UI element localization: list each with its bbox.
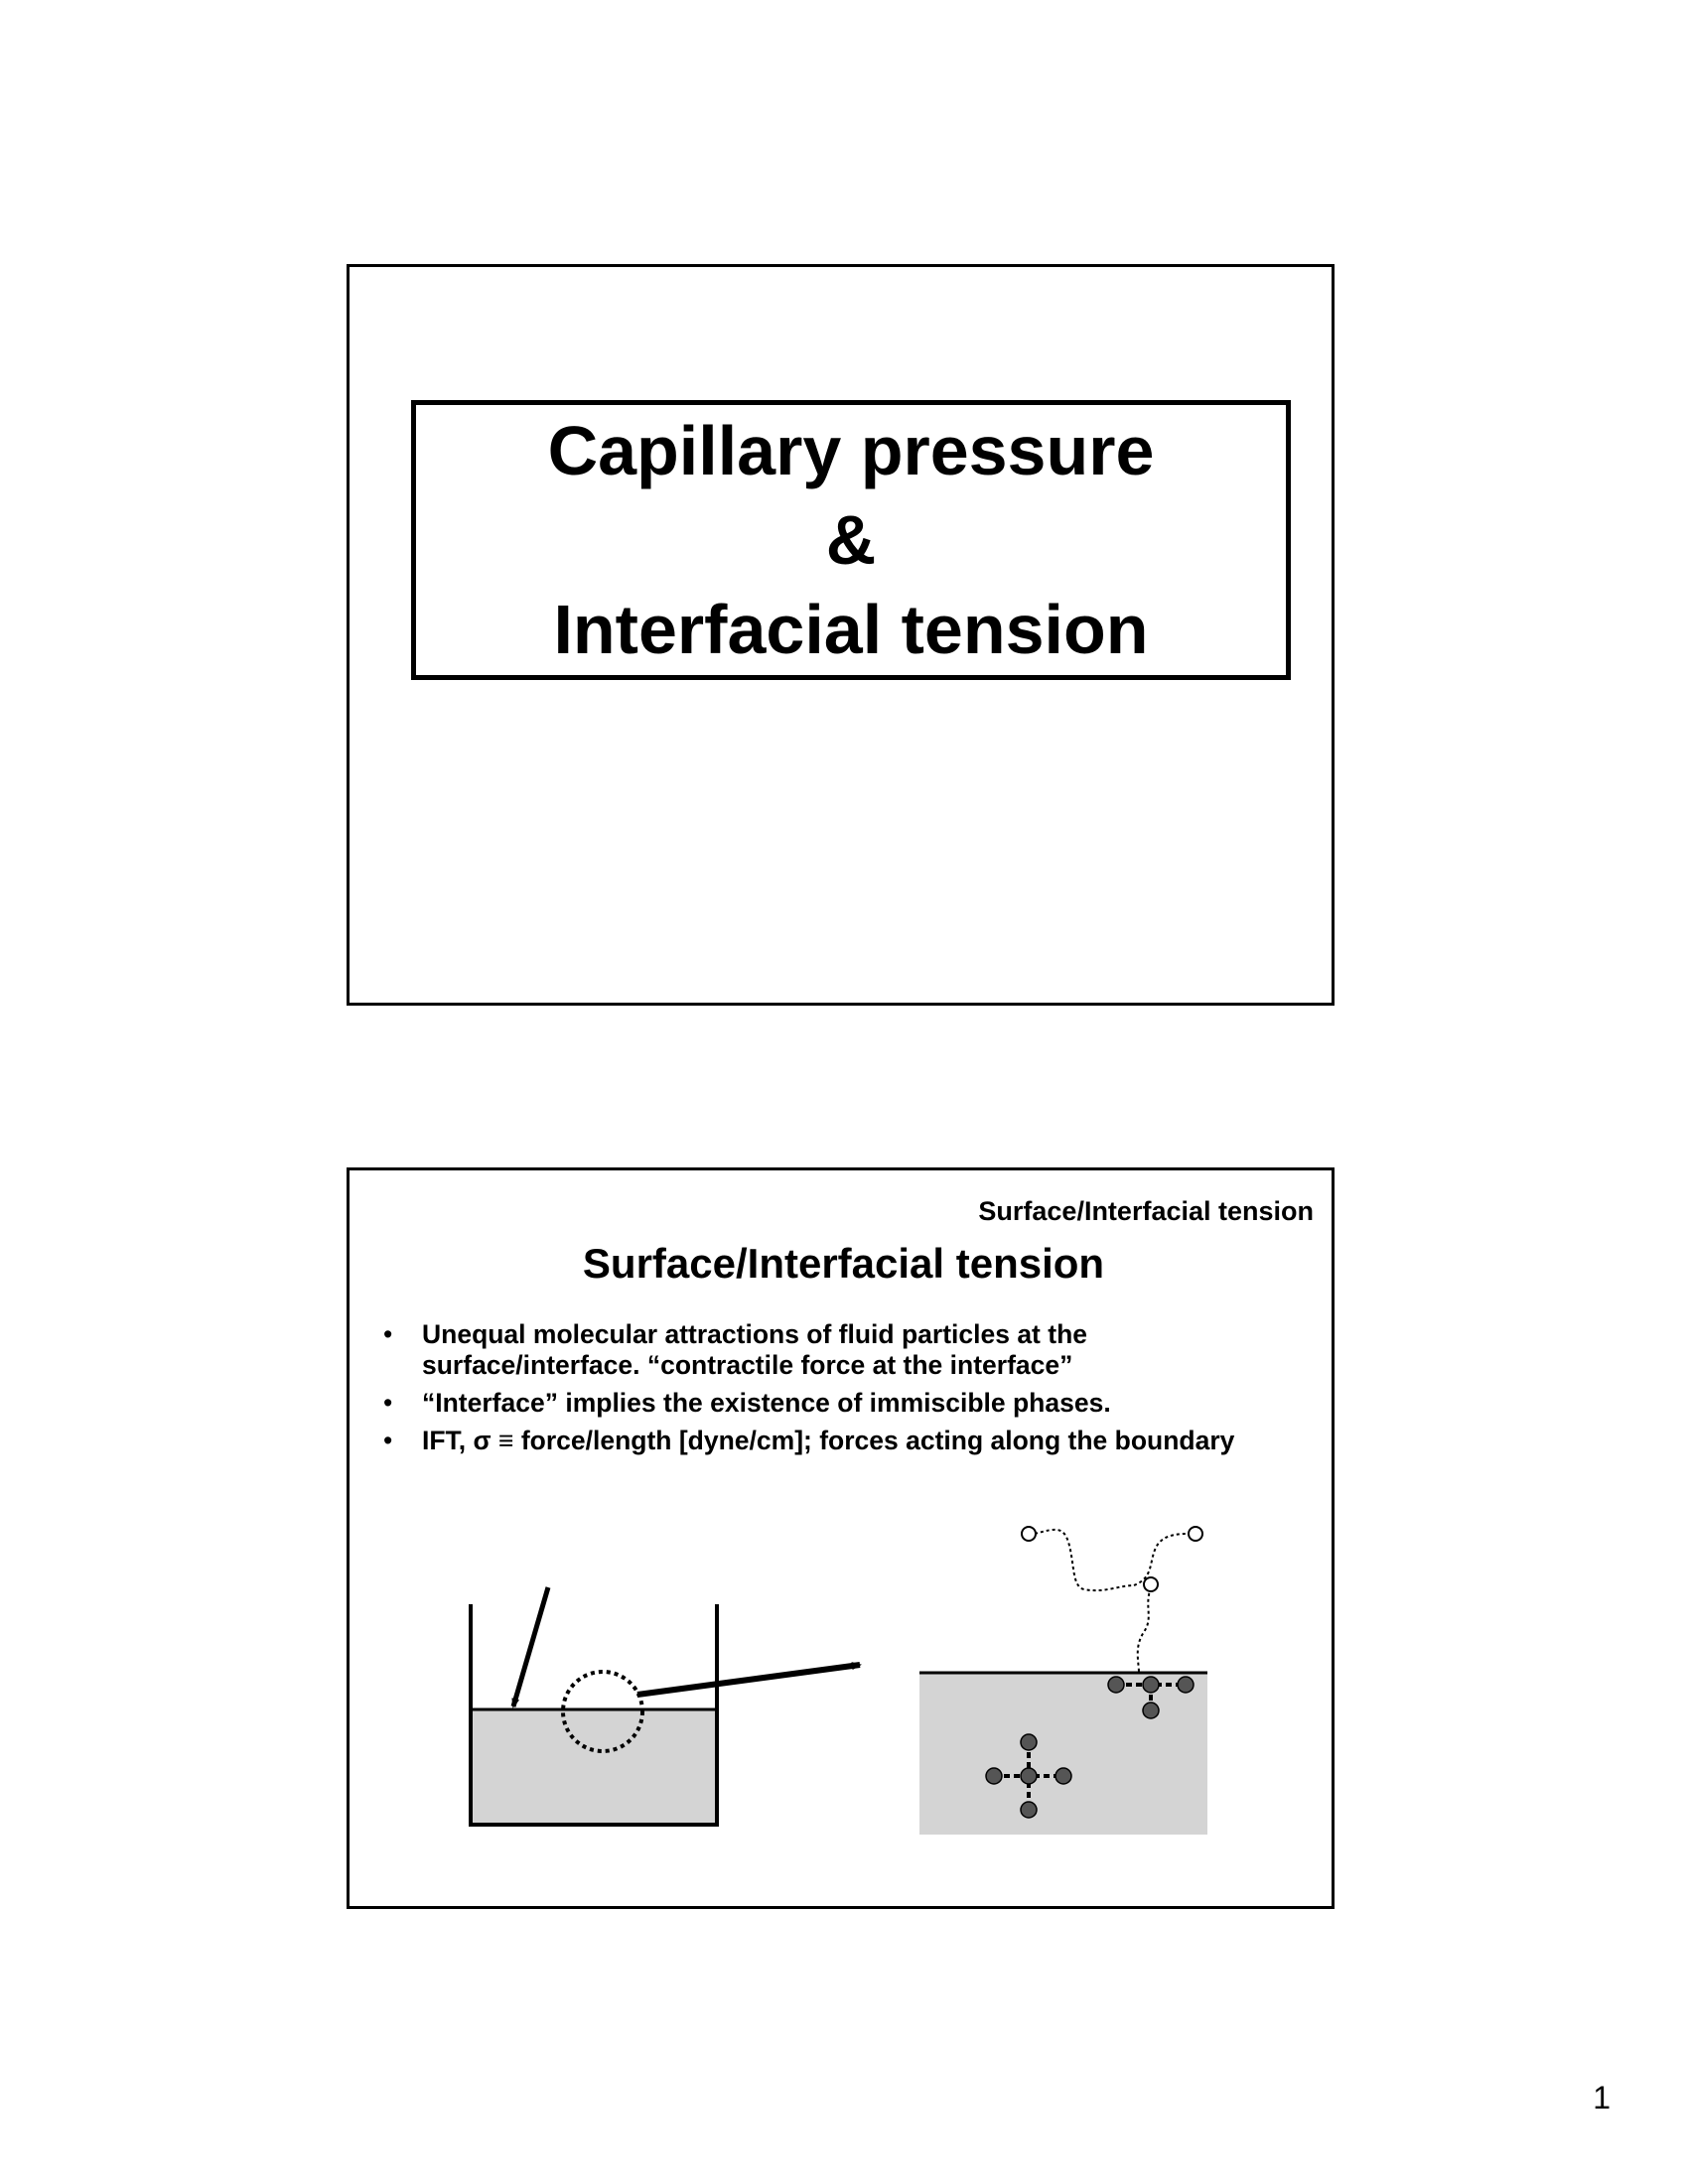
- title-line-2: &: [825, 501, 877, 579]
- molecule: [985, 1767, 1003, 1785]
- slide-1: Capillary pressure & Interfacial tension: [347, 264, 1335, 1006]
- surface-arrow: [510, 1586, 551, 1708]
- title-box: Capillary pressure & Interfacial tension: [411, 400, 1291, 680]
- vapor-molecule: [1143, 1576, 1159, 1592]
- slide-2: Surface/Interfacial tension Surface/Inte…: [347, 1167, 1335, 1909]
- interfacial-tension-diagram: [469, 1526, 1207, 1835]
- molecule: [1020, 1733, 1038, 1751]
- beaker: [469, 1604, 719, 1827]
- path-segment: [1136, 1586, 1152, 1674]
- bullet-text: Unequal molecular attractions of fluid p…: [422, 1319, 1087, 1380]
- molecule: [1020, 1801, 1038, 1819]
- bullet-text: IFT, σ ≡ force/length [dyne/cm]; forces …: [422, 1426, 1235, 1455]
- bullet-marker: •: [383, 1388, 393, 1418]
- zoom-arrow: [636, 1662, 862, 1698]
- molecule: [1177, 1676, 1195, 1694]
- bullet-marker: •: [383, 1319, 393, 1349]
- bullet-item: • IFT, σ ≡ force/length [dyne/cm]; force…: [379, 1426, 1303, 1456]
- slide-title: Surface/Interfacial tension: [582, 1240, 1105, 1287]
- page-number: 1: [1593, 2080, 1611, 2116]
- running-head: Surface/Interfacial tension: [978, 1196, 1314, 1226]
- molecule: [1107, 1676, 1125, 1694]
- vapor-molecule: [1188, 1526, 1203, 1542]
- bullet-item: • “Interface” implies the existence of i…: [379, 1388, 1303, 1419]
- title-line-3: Interfacial tension: [553, 591, 1149, 668]
- molecule: [1055, 1767, 1072, 1785]
- zoomed-liquid: [919, 1671, 1207, 1835]
- bullet-item: • Unequal molecular attractions of fluid…: [379, 1319, 1303, 1381]
- title-line-1: Capillary pressure: [547, 412, 1155, 489]
- bulk-molecule-cluster: [985, 1733, 1072, 1819]
- magnifier-circle: [561, 1670, 644, 1753]
- molecule: [1142, 1676, 1160, 1694]
- molecule: [1142, 1702, 1160, 1719]
- path-segment: [1133, 1533, 1191, 1586]
- surface-molecule-cluster: [1107, 1676, 1195, 1719]
- bullet-marker: •: [383, 1426, 393, 1455]
- path-segment: [1034, 1528, 1135, 1592]
- bullet-list: • Unequal molecular attractions of fluid…: [379, 1319, 1303, 1463]
- beaker-walls: [469, 1604, 719, 1827]
- beaker-liquid: [471, 1709, 717, 1825]
- vapor-molecule-path: [1021, 1526, 1203, 1674]
- zoomed-liquid-fill: [919, 1673, 1207, 1835]
- bullet-text: “Interface” implies the existence of imm…: [422, 1388, 1111, 1418]
- molecule: [1020, 1767, 1038, 1785]
- vapor-molecule: [1021, 1526, 1037, 1542]
